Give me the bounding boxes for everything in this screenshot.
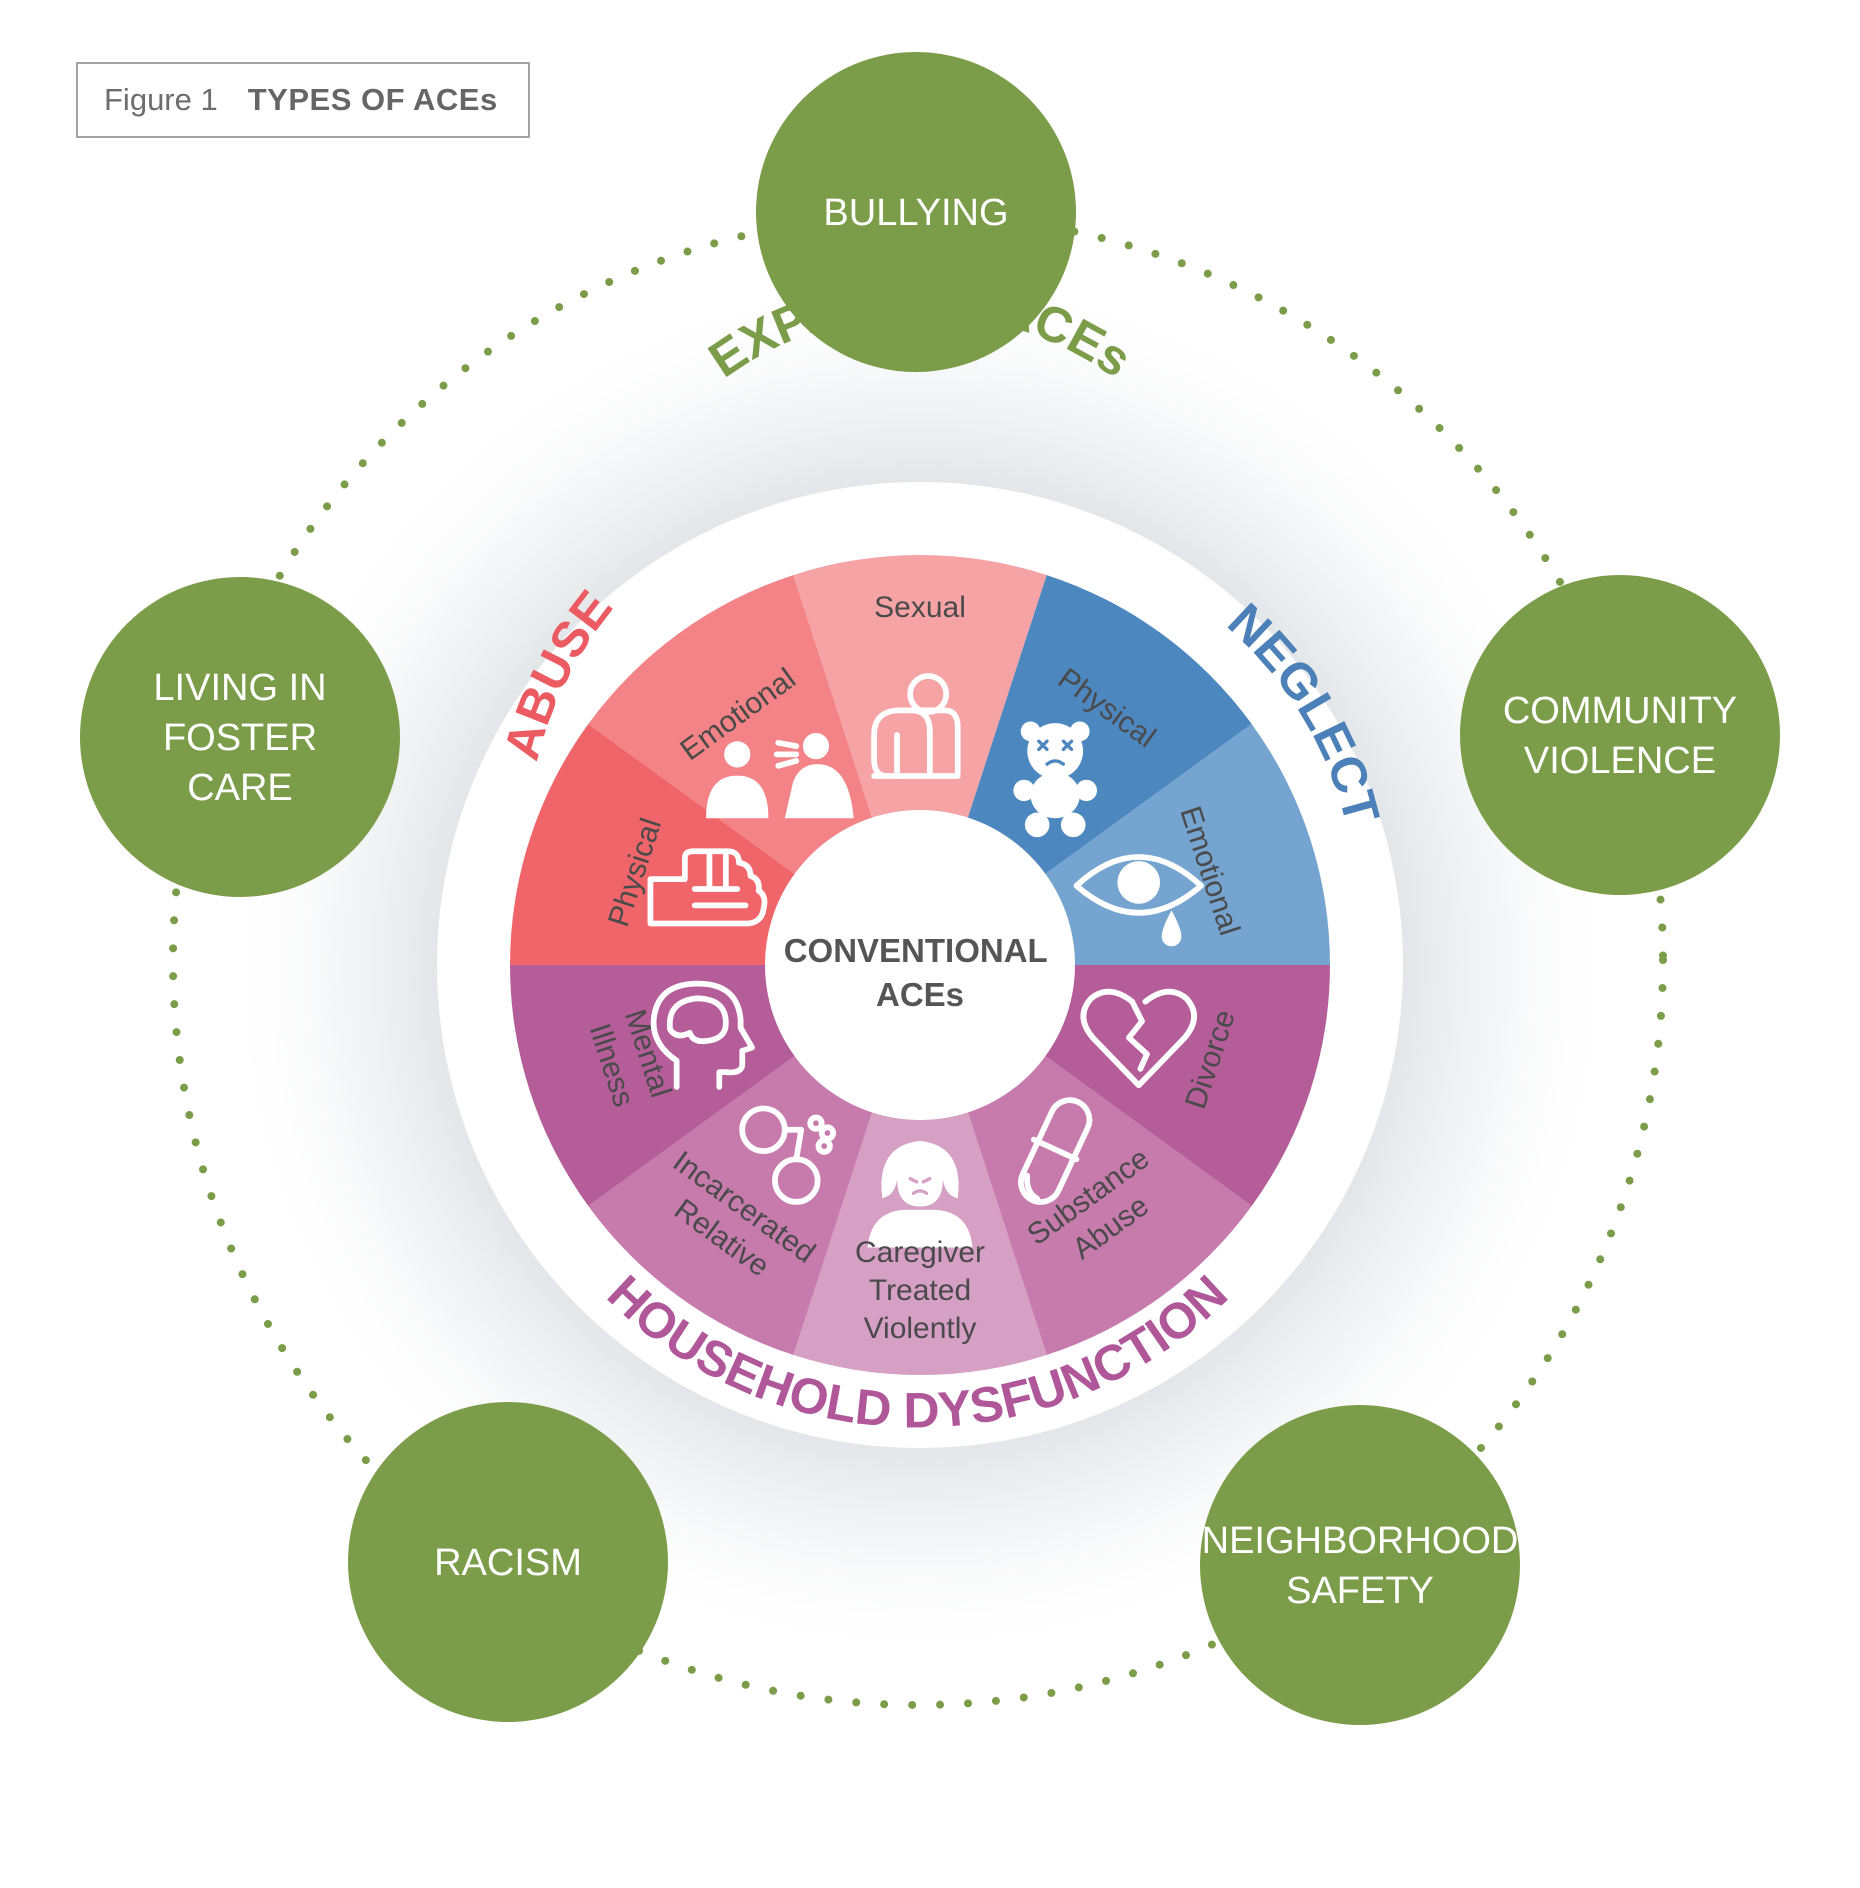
bubble-label-line: SAFETY [1286,1570,1434,1612]
segment-abuse-emotional: Emotional [588,575,874,877]
handcuffs-icon [739,1105,837,1205]
broken-heart-icon [1080,988,1197,1089]
bubble-label: BULLYING [823,192,1008,234]
segment-label-line: Treated [869,1274,971,1307]
segment-label-line: Violently [864,1312,977,1345]
bubble-label-line: BULLYING [823,192,1008,234]
center-line-2: ACEs [876,976,964,1013]
wheel-segments: PhysicalEmotionalSexualPhysicalEmotional… [510,555,1330,1375]
crying-eye-icon [1073,854,1204,947]
teddy-bear-icon [1013,721,1098,838]
segment-label-line: Sexual [874,591,966,624]
segment-divorce: Divorce [1041,965,1330,1206]
segment-wedge [1041,724,1330,965]
figure-label: Figure 1 TYPES OF ACEs [76,62,530,138]
bubble-label: RACISM [434,1542,582,1584]
bubble-label-line: FOSTER [163,717,317,759]
pill-icon [1018,1097,1093,1205]
center-line-1: CONVENTIONAL [784,932,1048,969]
segment-wedge [1041,965,1330,1206]
fist-icon [647,848,768,927]
segment-mental-illness: MentalIllness [510,965,799,1206]
segment-wedge [966,1053,1252,1355]
segment-wedge [793,555,1047,823]
bubble-label-line: COMMUNITY [1503,690,1737,732]
bubble-foster-care: LIVING IN FOSTER CARE [80,577,400,897]
bubble-circle [1200,1405,1520,1725]
yelling-people-icon [706,733,854,819]
bubble-label-line: NEIGHBORHOOD [1202,1520,1519,1562]
figure-number: Figure 1 [104,82,218,117]
bubble-label-line: RACISM [434,1542,582,1584]
segment-label-line: Caregiver [855,1236,985,1269]
dotted-ring [169,211,1667,1709]
center-circle [765,810,1075,1120]
segment-neglect-emotional: Emotional [1041,724,1330,965]
center-label: CONVENTIONAL ACEs [784,932,1057,1013]
bubble-label-line: CARE [187,767,293,809]
bubble-label: COMMUNITY VIOLENCE [1503,690,1737,782]
bubble-circle [756,52,1076,372]
segment-neglect-physical: Physical [966,575,1252,877]
expanded-bubbles: BULLYING COMMUNITY VIOLENCE NEIGHBORHOOD SAF… [80,52,1780,1725]
bubble-circle [1460,575,1780,895]
bubble-label: NEIGHBORHOOD SAFETY [1202,1520,1519,1612]
bubble-bullying: BULLYING [756,52,1076,372]
segment-abuse-sexual: Sexual [793,555,1047,823]
figure-title: TYPES OF ACEs [247,82,498,117]
segment-substance-abuse: SubstanceAbuse [966,1053,1252,1355]
bubble-label-line: VIOLENCE [1524,740,1716,782]
head-brain-icon [650,980,755,1090]
bubble-circle [80,577,400,897]
segment-incarcerated-relative: IncarceratedRelative [588,1053,874,1355]
bubble-circle [348,1402,668,1722]
bubble-label: LIVING IN FOSTER CARE [153,667,326,809]
bubble-label-line: LIVING IN [153,667,326,709]
hugging-knees-icon [871,673,961,779]
bruised-woman-icon [867,1140,973,1248]
bubble-community-violence: COMMUNITY VIOLENCE [1460,575,1780,895]
bubble-neighborhood-safety: NEIGHBORHOOD SAFETY [1200,1405,1520,1725]
segment-abuse-physical: Physical [510,724,799,965]
bubble-racism: RACISM [348,1402,668,1722]
segment-label: Sexual [874,591,966,624]
